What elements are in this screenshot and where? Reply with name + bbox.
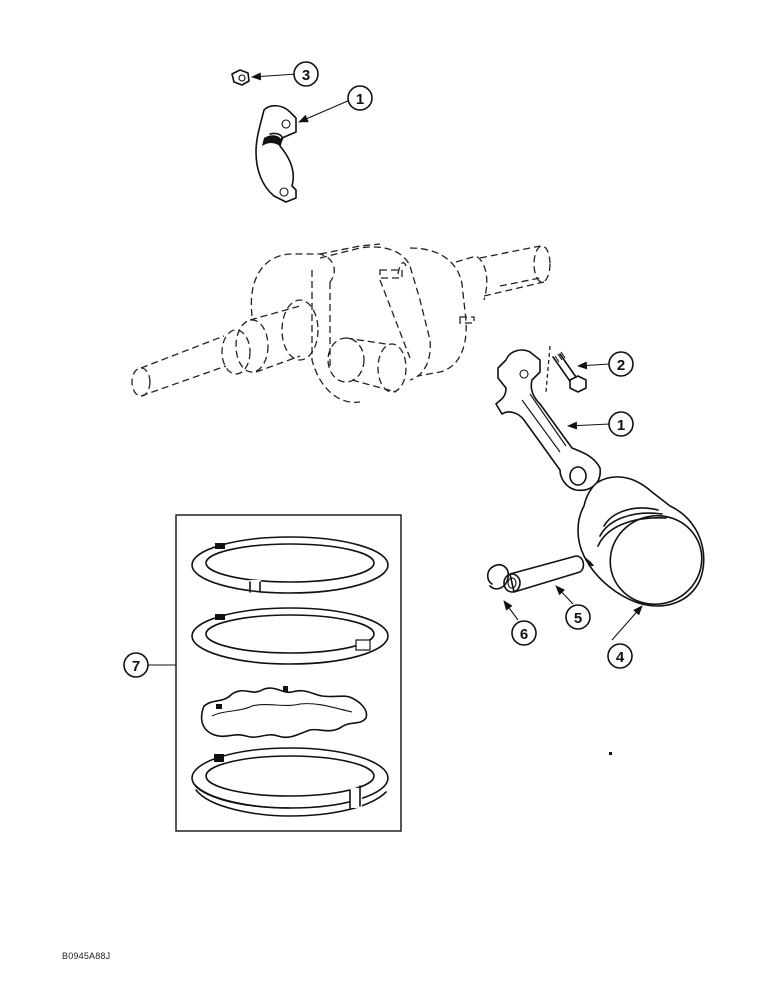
callout-6: 6 (511, 620, 537, 646)
piston-pin-part (503, 555, 585, 593)
svg-text:1: 1 (356, 91, 364, 108)
callout-2: 2 (608, 351, 634, 377)
connecting-rod-part (495, 349, 601, 492)
callout-1-rod: 1 (608, 411, 634, 437)
svg-text:6: 6 (520, 626, 528, 643)
nut-part (231, 69, 250, 86)
svg-text:1: 1 (617, 417, 625, 434)
stray-dot (609, 752, 612, 755)
callout-3-top: 3 (293, 61, 319, 87)
svg-text:5: 5 (574, 610, 582, 627)
figure-code: B0945A88J (62, 951, 111, 961)
crankshaft-phantom (131, 243, 551, 403)
svg-text:2: 2 (617, 357, 625, 374)
bolt-part (545, 345, 587, 393)
piston-ring-set (175, 514, 402, 832)
piston-part (577, 476, 705, 607)
callout-7: 7 (123, 652, 149, 678)
callout-1-top: 1 (347, 85, 373, 111)
retaining-ring-part (486, 563, 510, 590)
svg-text:4: 4 (616, 649, 625, 666)
svg-text:3: 3 (302, 67, 310, 84)
rod-cap-part (255, 104, 297, 203)
callout-4: 4 (607, 643, 633, 669)
svg-text:7: 7 (132, 658, 140, 675)
callout-5: 5 (565, 604, 591, 630)
